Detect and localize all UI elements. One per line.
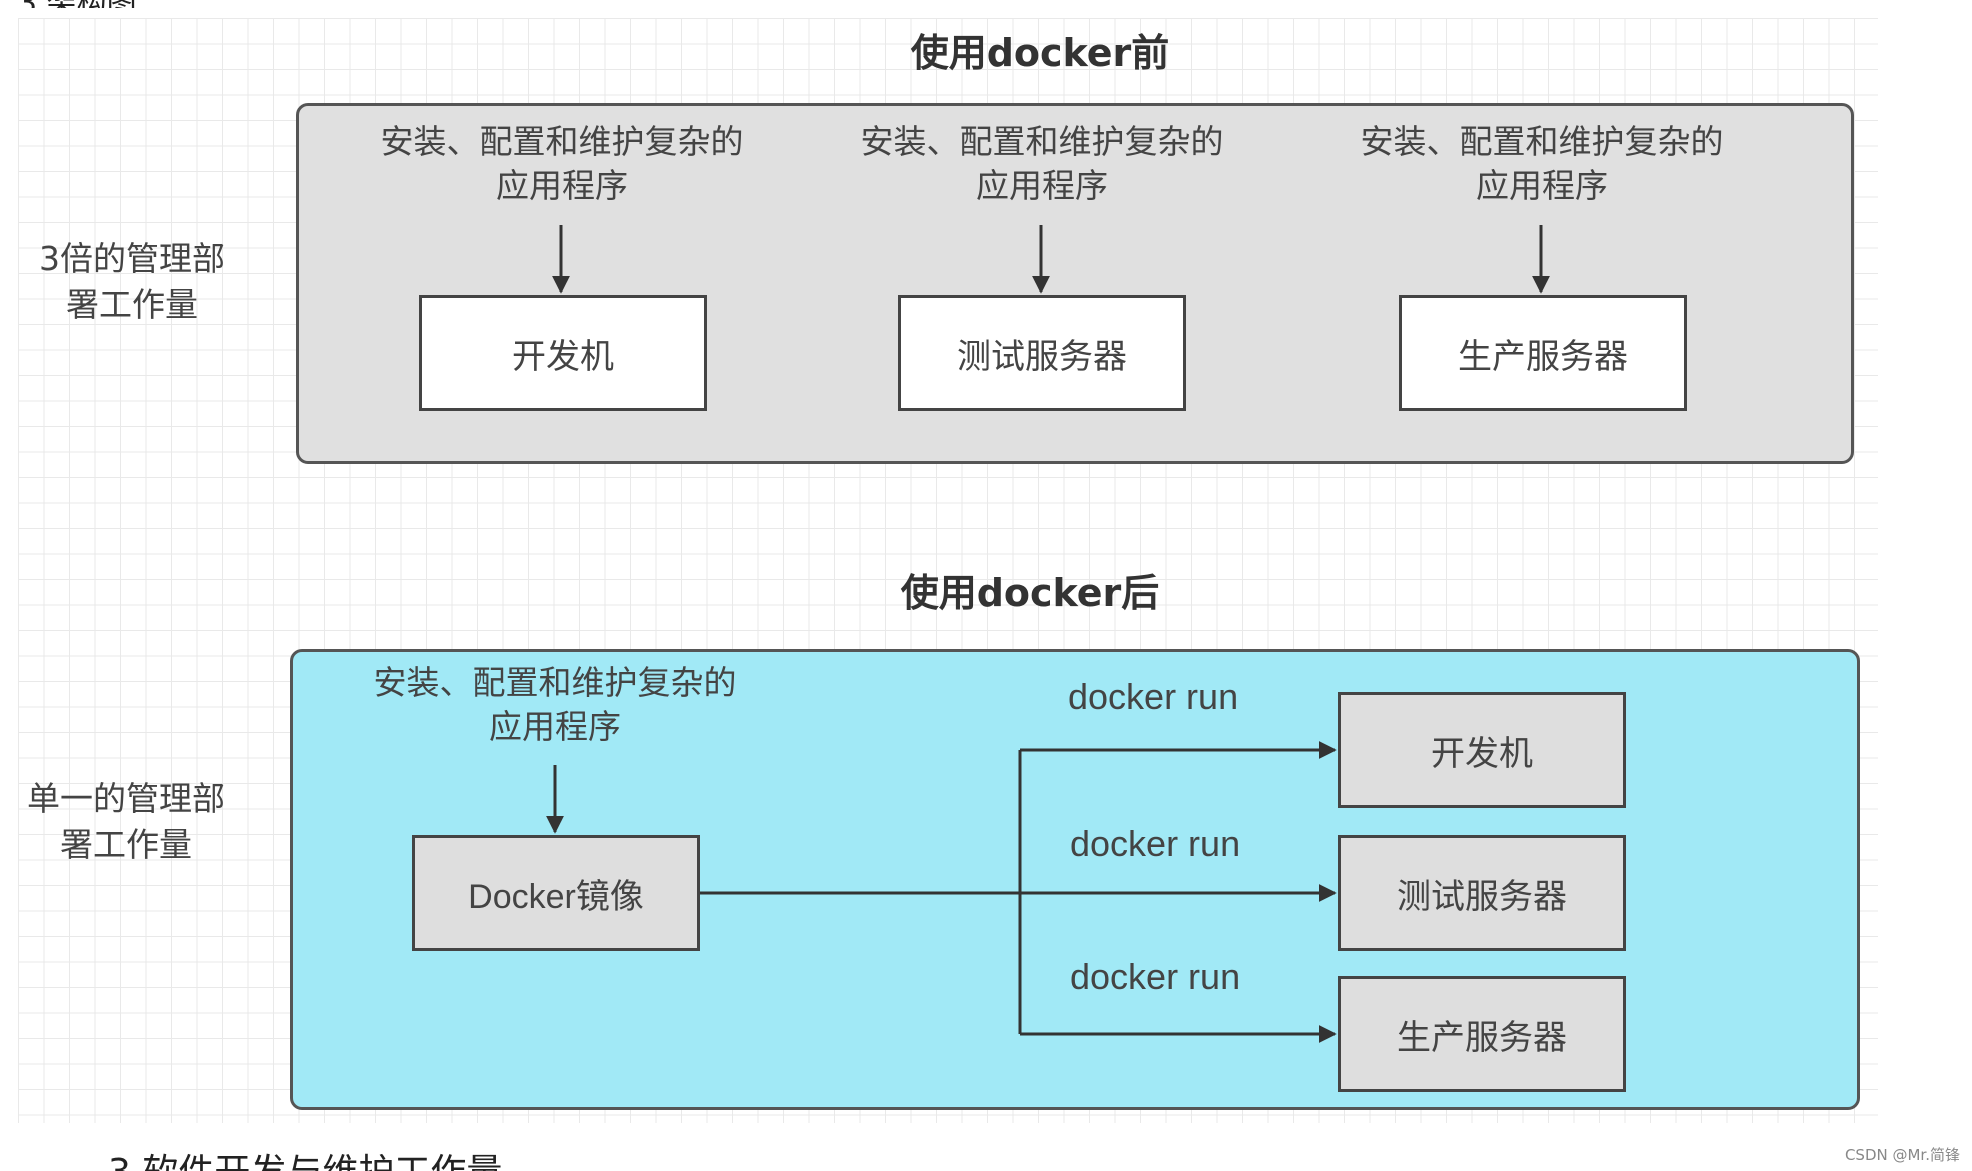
- after-caption: 安装、配置和维护复杂的应用程序: [373, 663, 737, 746]
- box-label: 开发机: [1431, 733, 1533, 774]
- cut-off-heading-top: 3.架构图：: [18, 0, 218, 8]
- box-label: 生产服务器: [1397, 1017, 1567, 1058]
- docker-run-label-1: docker run: [1068, 676, 1239, 717]
- box-label: 生产服务器: [1458, 336, 1628, 377]
- after-box-prod-server: 生产服务器: [1338, 976, 1626, 1092]
- box-label: 开发机: [512, 336, 614, 377]
- before-caption-2: 安装、配置和维护复杂的应用程序: [860, 122, 1224, 205]
- box-label: Docker镜像: [468, 877, 644, 916]
- cut-off-text-bottom: 3.软件开发与维护工作量: [108, 1148, 608, 1171]
- before-caption-1: 安装、配置和维护复杂的应用程序: [380, 122, 744, 205]
- before-box-prod-server: 生产服务器: [1399, 295, 1687, 411]
- docker-image-box: Docker镜像: [412, 835, 700, 951]
- docker-run-label-2: docker run: [1070, 823, 1241, 864]
- after-box-test-server: 测试服务器: [1338, 835, 1626, 951]
- after-box-dev-machine: 开发机: [1338, 692, 1626, 808]
- before-title: 使用docker前: [910, 31, 1170, 75]
- docker-run-label-3: docker run: [1070, 956, 1241, 997]
- before-side-label: 3倍的管理部署工作量: [39, 239, 225, 324]
- box-label: 测试服务器: [1397, 876, 1567, 917]
- after-side-label: 单一的管理部署工作量: [27, 779, 225, 864]
- watermark: CSDN @Mr.简锋: [1844, 1146, 1960, 1164]
- before-box-test-server: 测试服务器: [898, 295, 1186, 411]
- before-caption-3: 安装、配置和维护复杂的应用程序: [1360, 122, 1724, 205]
- before-box-dev-machine: 开发机: [419, 295, 707, 411]
- after-title: 使用docker后: [900, 571, 1160, 615]
- box-label: 测试服务器: [957, 336, 1127, 377]
